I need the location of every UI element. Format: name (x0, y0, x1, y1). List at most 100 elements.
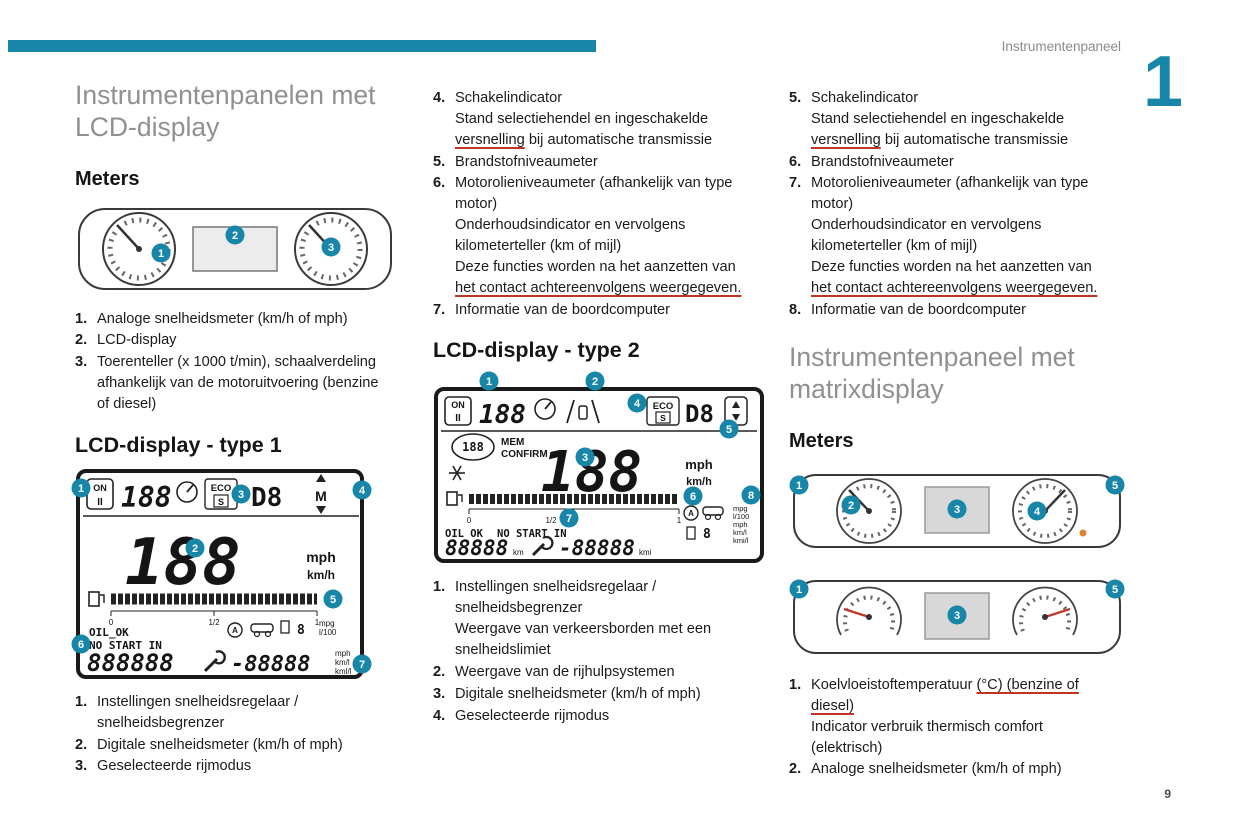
svg-text:5: 5 (1112, 480, 1118, 492)
column-3: 5. Schakelindicator Stand selectiehendel… (789, 88, 1127, 781)
svg-text:ECO: ECO (653, 401, 674, 412)
unit-mph: mph (685, 457, 713, 472)
unit-kmh: km/h (686, 476, 712, 488)
column-2: 4. Schakelindicator Stand selectiehendel… (433, 88, 765, 727)
cross-reference-link: versnelling (455, 131, 525, 148)
matrix-meters-list: 1. Koelvloeistoftemperatuur (°C) (benzin… (789, 675, 1127, 780)
cross-reference-link: het contact achtereenvolgens weergegeven… (455, 279, 742, 296)
item-number: 1. (789, 677, 802, 694)
snowflake-icon (449, 466, 465, 481)
list-item: 6. Motorolieniveaumeter (afhankelijk van… (433, 173, 765, 298)
svg-text:1/2: 1/2 (545, 516, 557, 525)
list-item: 3. Digitale snelheidsmeter (km/h of mph) (433, 684, 765, 705)
running-header: Instrumentenpaneel (1001, 39, 1121, 54)
callout-5: 5 (323, 589, 343, 609)
unit-mph-2: mph (733, 520, 748, 529)
item-number: 7. (433, 301, 446, 318)
list-item: 3. Geselecteerde rijmodus (75, 756, 397, 777)
list-item: 1. Instellingen snelheidsregelaar / snel… (75, 692, 397, 734)
column-1: Instrumentenpanelen met LCD-display Mete… (71, 80, 397, 778)
unit-kmll: kml/l (335, 667, 352, 676)
list-item: 7. Motorolieniveaumeter (afhankelijk van… (789, 173, 1127, 298)
page-number: 9 (1164, 787, 1171, 801)
digital-speed: 188 (125, 526, 241, 600)
svg-text:1: 1 (315, 618, 320, 627)
speedometer-icon (176, 481, 198, 503)
callout-5: 5 (1105, 579, 1125, 599)
svg-text:4: 4 (1034, 506, 1041, 518)
item-number: 2. (75, 736, 88, 753)
item-number: 3. (75, 354, 88, 371)
svg-text:7: 7 (359, 659, 365, 671)
svg-text:A: A (688, 509, 694, 518)
unit-kml: km/l (733, 528, 747, 537)
list-item: 8. Informatie van de boordcomputer (789, 300, 1127, 321)
svg-text:ON: ON (451, 400, 465, 410)
unit-l100: l/100 (733, 512, 749, 521)
svg-text:1: 1 (78, 483, 84, 495)
svg-text:1: 1 (796, 584, 802, 596)
svg-text:4: 4 (359, 485, 366, 497)
callout-2: 2 (841, 495, 861, 515)
lcd2-list-continued: 5. Schakelindicator Stand selectiehendel… (789, 88, 1127, 320)
svg-text:ON: ON (93, 483, 107, 493)
callout-6: 6 (683, 486, 703, 506)
callout-3: 3 (947, 499, 967, 519)
digit-8: 8 (703, 527, 711, 542)
chapter-number: 1 (1142, 42, 1183, 122)
list-item: 7. Informatie van de boordcomputer (433, 300, 765, 321)
svg-text:0: 0 (109, 618, 114, 627)
fuel-pump-small-icon (686, 526, 696, 541)
callout-8: 8 (741, 485, 761, 505)
unit-mph-2: mph (335, 649, 351, 658)
unit-l100: l/100 (319, 628, 337, 637)
meters-heading-matrix: Meters (789, 430, 854, 453)
svg-text:1: 1 (158, 248, 164, 260)
svg-text:6: 6 (78, 639, 84, 651)
item-number: 4. (433, 90, 446, 106)
callout-5: 5 (1105, 475, 1125, 495)
list-item: 1. Instellingen snelheidsregelaar / snel… (433, 577, 765, 660)
item-number: 2. (789, 761, 802, 778)
callout-3: 3 (231, 484, 251, 504)
service-digits: -88888 (559, 536, 635, 560)
wrench-icon (531, 536, 554, 557)
unit-kmi: kmi (639, 548, 652, 557)
list-item: 5. Brandstofniveaumeter (433, 152, 765, 173)
item-number: 3. (433, 685, 446, 702)
callout-3: 3 (321, 237, 341, 257)
matrix-cluster-a-wrap: 1 2 3 4 5 (789, 463, 1127, 557)
callout-1: 1 (789, 475, 809, 495)
svg-text:1: 1 (486, 376, 492, 388)
callout-5: 5 (719, 419, 739, 439)
item-number: 8. (789, 301, 802, 318)
svg-text:S: S (660, 413, 666, 423)
list-item: 2. LCD-display (75, 330, 397, 351)
temperature-gauge (836, 586, 902, 636)
item-number: 1. (75, 310, 88, 327)
item-number: 5. (433, 153, 446, 170)
list-item: 2. Analoge snelheidsmeter (km/h of mph) (789, 759, 1127, 780)
svg-text:CONFIRM: CONFIRM (501, 449, 548, 460)
callout-2: 2 (185, 538, 205, 558)
cross-reference-link: diesel) (811, 697, 854, 714)
svg-text:3: 3 (238, 489, 244, 501)
lcd1-list-continued: 4. Schakelindicator Stand selectiehendel… (433, 88, 765, 320)
meters-heading: Meters (75, 167, 140, 190)
svg-text:II: II (97, 497, 103, 508)
callout-6: 6 (71, 634, 91, 654)
svg-text:A: A (232, 626, 238, 635)
callout-7: 7 (352, 654, 372, 674)
lcd2-figure-wrap: ON II 188 ECO S (433, 371, 765, 565)
list-item: 2. Digitale snelheidsmeter (km/h of mph) (75, 735, 397, 756)
svg-text:1/2: 1/2 (208, 618, 220, 627)
lcd-type2-heading: LCD-display - type 2 (433, 338, 640, 363)
list-item: 4. Geselecteerde rijmodus (433, 706, 765, 727)
svg-text:2: 2 (592, 376, 598, 388)
item-number: 2. (75, 332, 88, 349)
svg-text:3: 3 (954, 610, 960, 622)
item-number: 3. (75, 758, 88, 775)
list-item: 1. Koelvloeistoftemperatuur (°C) (benzin… (789, 675, 1127, 758)
item-number: 7. (789, 175, 802, 192)
item-number: 4. (433, 707, 446, 724)
